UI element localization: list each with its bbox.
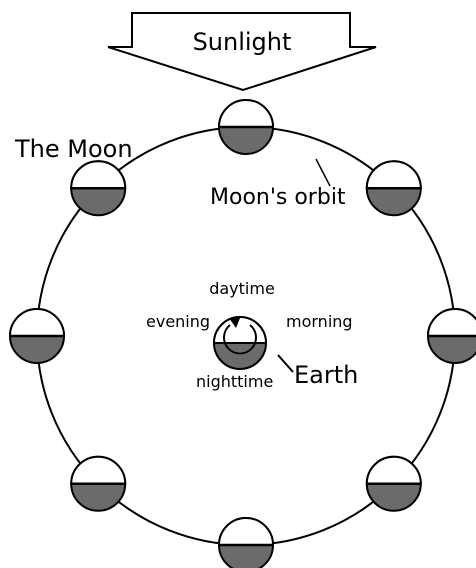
sunlight-arrow: Sunlight: [108, 13, 376, 90]
moon-lit-half: [10, 309, 64, 336]
moon-lit-half: [219, 518, 273, 545]
moons-orbit-label: Moon's orbit: [210, 185, 346, 210]
moon-upper-left: [71, 161, 125, 215]
moon-lit-half: [428, 309, 476, 336]
daytime-label: daytime: [209, 279, 275, 298]
earth: [214, 317, 266, 369]
moon-top: [219, 100, 273, 154]
evening-label: evening: [146, 312, 210, 331]
moon-left: [10, 309, 64, 363]
sunlight-label: Sunlight: [193, 28, 292, 56]
moons-orbit-leader-line: [316, 159, 330, 186]
moon-upper-right: [367, 161, 421, 215]
moon-lower-right: [367, 457, 421, 511]
moon-right: [428, 309, 476, 363]
moon-lower-left: [71, 457, 125, 511]
nighttime-label: nighttime: [196, 372, 273, 391]
the-moon-label: The Moon: [14, 135, 133, 163]
moon-bottom: [219, 518, 273, 568]
moon-lit-half: [219, 100, 273, 127]
earth-day-side: [214, 317, 266, 343]
morning-label: morning: [286, 312, 353, 331]
moon-lit-half: [367, 161, 421, 188]
earth-label: Earth: [294, 361, 358, 389]
earth-leader-line: [278, 355, 293, 372]
moon-lit-half: [71, 161, 125, 188]
